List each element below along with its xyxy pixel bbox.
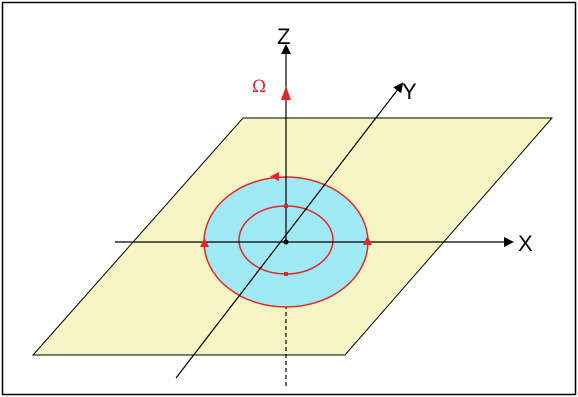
omega-arrow-icon [281, 86, 291, 100]
z-axis-label: Z [277, 24, 290, 49]
inner-circle-mark-top [284, 204, 288, 208]
y-axis-label: Y [402, 79, 417, 104]
inner-circle-mark-bottom [284, 272, 288, 276]
origin-point [283, 239, 289, 245]
x-axis-label: X [518, 231, 533, 256]
rotation-arrow-top-icon [270, 172, 279, 181]
omega-label: Ω [252, 77, 266, 97]
rotation-arrow-left-icon [200, 238, 209, 247]
rotation-arrow-right-icon [363, 236, 372, 245]
y-axis [175, 82, 404, 379]
